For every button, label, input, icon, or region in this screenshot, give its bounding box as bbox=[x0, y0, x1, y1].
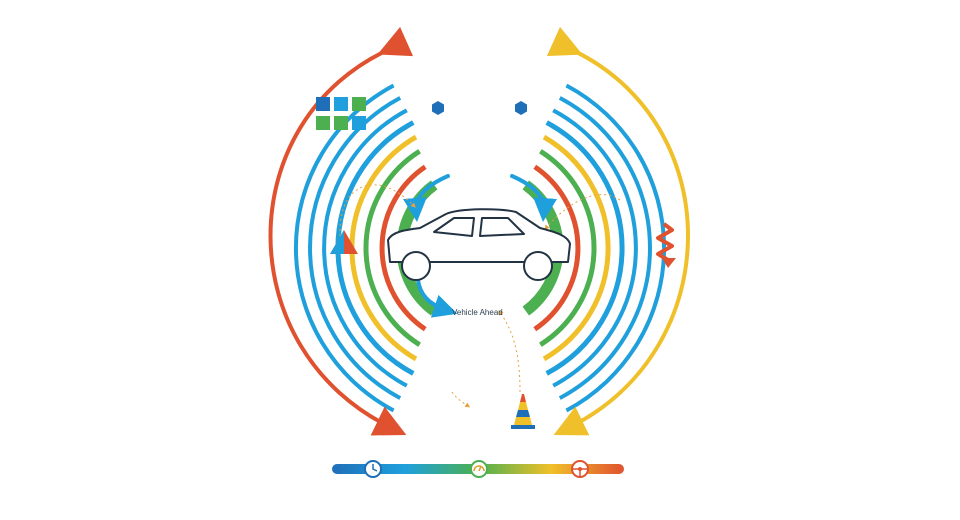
zigzag-arrow-icon bbox=[656, 222, 676, 268]
car-icon bbox=[387, 208, 571, 281]
signal-arc-right bbox=[552, 108, 638, 388]
dashed-guide-right bbox=[544, 194, 621, 230]
signal-arc-right bbox=[565, 83, 667, 413]
signal-arc-right bbox=[558, 96, 652, 400]
signal-arc-left bbox=[308, 96, 402, 400]
timeline-bar bbox=[332, 460, 624, 478]
signal-arc-left bbox=[322, 108, 408, 388]
hexagon-icon bbox=[432, 101, 444, 115]
hexagon-icon bbox=[515, 101, 527, 115]
left-outer-arrow bbox=[268, 26, 414, 436]
inner-arrow-top-left bbox=[403, 174, 450, 222]
clock-icon bbox=[364, 460, 382, 478]
dashed-guide-lower-left bbox=[451, 391, 471, 408]
steering-wheel-icon bbox=[571, 460, 589, 478]
tile-grid-icon bbox=[316, 97, 366, 130]
speedometer-icon bbox=[470, 460, 488, 478]
right-outer-arrow bbox=[546, 26, 690, 436]
traffic-cone-icon bbox=[511, 394, 535, 429]
vehicle-ahead-label: Vehicle Ahead bbox=[452, 308, 503, 317]
warning-triangle-icon bbox=[330, 230, 358, 254]
inner-arrow-top-right bbox=[510, 174, 557, 222]
inner-arrow-bottom-left bbox=[416, 278, 458, 318]
dashed-guide-bottom bbox=[498, 309, 521, 393]
